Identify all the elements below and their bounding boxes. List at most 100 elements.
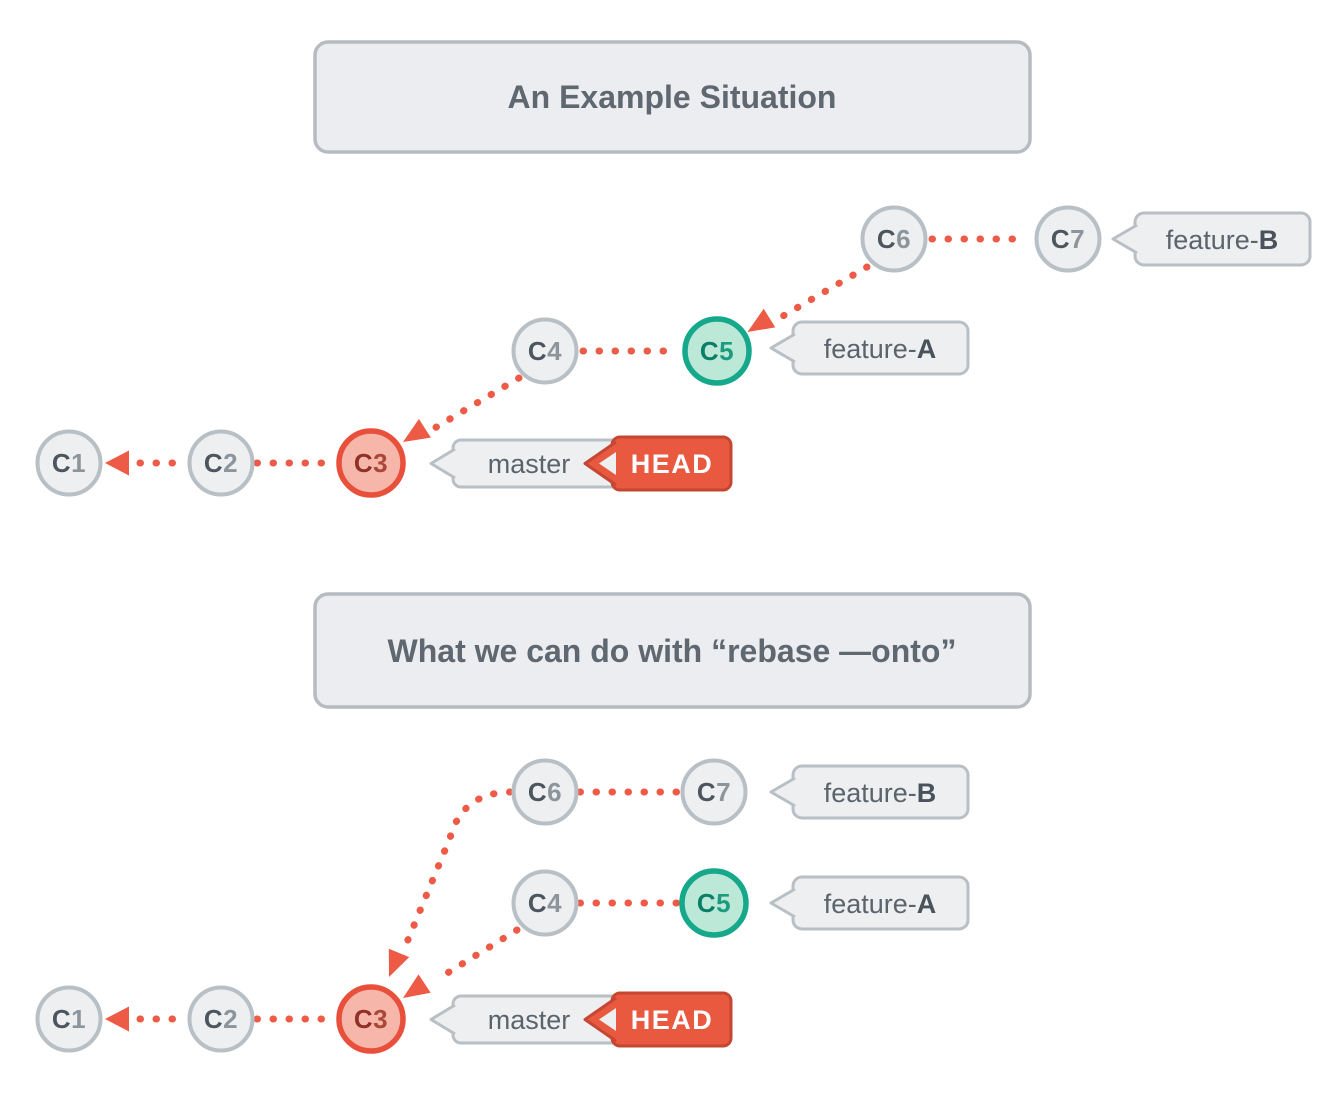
master-pointer [429,1003,456,1036]
commit-circle [682,316,752,386]
commit-label: C4 [528,336,562,366]
branch-name: feature- [824,334,917,364]
commit-digit: 5 [716,888,731,918]
section-example-situation: An Example Situation C1 C2 C3 C4 [35,40,1312,498]
commit-label: C3 [354,448,388,478]
commit-letter: C [52,1004,71,1034]
branch-label-feature-b: feature-B [1111,211,1312,267]
branch-suffix: B [1259,225,1279,255]
commit-label: C5 [697,888,731,918]
commit-digit: 1 [71,1004,86,1034]
commit-c3: C3 [336,984,406,1054]
edge-c4-c3 [437,926,521,981]
commit-digit: 2 [223,448,238,478]
commit-digit: 4 [547,336,562,366]
arrowhead-c6-into-c3 [388,948,410,977]
label-text: feature-B [1166,225,1279,255]
commit-label: C2 [204,448,238,478]
commit-c2: C2 [187,985,255,1053]
commit-digit: 7 [716,777,731,807]
commit-c1: C1 [35,429,103,497]
commit-circle [860,205,928,273]
head-text: HEAD [631,449,714,479]
label-text: feature-A [824,889,937,919]
commit-letter: C [528,777,547,807]
commit-circle [511,758,579,826]
edge-c6-c3 [401,788,514,951]
branch-label-master-head: master HEAD [429,435,733,492]
master-text: master [488,449,571,479]
commit-label: C5 [700,336,734,366]
commit-letter: C [354,448,373,478]
commit-digit: 4 [547,888,562,918]
commit-circle [35,429,103,497]
commit-digit: 1 [71,448,86,478]
branch-label-master-head: master HEAD [429,991,733,1048]
commit-letter: C [700,336,719,366]
branch-label-feature-b: feature-B [769,764,970,820]
commit-digit: 6 [547,777,562,807]
branch-name: feature- [1166,225,1259,255]
commit-circle [336,984,406,1054]
commit-circle [679,868,749,938]
arrowhead-into-c3 [403,419,431,442]
head-pointer-notch [599,1008,616,1031]
branch-suffix: A [917,889,937,919]
arrowhead-c4-into-c3 [403,974,431,998]
commit-digit: 5 [719,336,734,366]
commit-c4: C4 [511,869,579,937]
commit-letter: C [528,888,547,918]
commit-label: C1 [52,448,86,478]
section-title: What we can do with “rebase —onto” [388,633,957,669]
commit-letter: C [528,336,547,366]
commit-label: C7 [697,777,731,807]
title-box [313,592,1032,709]
section-title: An Example Situation [508,79,837,115]
commit-c2: C2 [187,429,255,497]
commit-c7: C7 [1034,205,1102,273]
title-box [313,40,1032,154]
commit-c6: C6 [511,758,579,826]
commit-c3: C3 [336,428,406,498]
label-pointer [769,887,796,919]
commit-letter: C [697,888,716,918]
head-pointer-notch [599,452,616,475]
master-text: master [488,1005,571,1035]
commit-letter: C [877,224,896,254]
commit-digit: 2 [223,1004,238,1034]
commit-circle [187,429,255,497]
branch-name: feature- [824,889,917,919]
commit-circle [680,758,748,826]
branch-suffix: A [917,334,937,364]
edge-c6-c5 [779,263,871,320]
commit-circle [336,428,406,498]
commit-label: C3 [354,1004,388,1034]
head-text: HEAD [631,1005,714,1035]
commit-digit: 3 [373,1004,388,1034]
branch-label-feature-a: feature-A [769,875,970,931]
arrowhead-into-c1 [105,450,129,476]
commit-label: C6 [528,777,562,807]
commit-letter: C [1051,224,1070,254]
branch-label-feature-a: feature-A [769,320,970,376]
commit-c4: C4 [511,317,579,385]
commit-circle [1034,205,1102,273]
commit-circle [187,985,255,1053]
commit-label: C6 [877,224,911,254]
commit-letter: C [697,777,716,807]
label-pointer [769,332,796,364]
commit-c5: C5 [679,868,749,938]
commit-circle [35,985,103,1053]
commit-c6: C6 [860,205,928,273]
section-rebase-onto: What we can do with “rebase —onto” C1 C2… [35,592,1032,1054]
label-text: feature-A [824,334,937,364]
commit-letter: C [52,448,71,478]
label-pointer [1111,223,1138,255]
commit-c1: C1 [35,985,103,1053]
branch-suffix: B [917,778,937,808]
commit-label: C7 [1051,224,1085,254]
label-text: feature-B [824,778,937,808]
commit-label: C2 [204,1004,238,1034]
